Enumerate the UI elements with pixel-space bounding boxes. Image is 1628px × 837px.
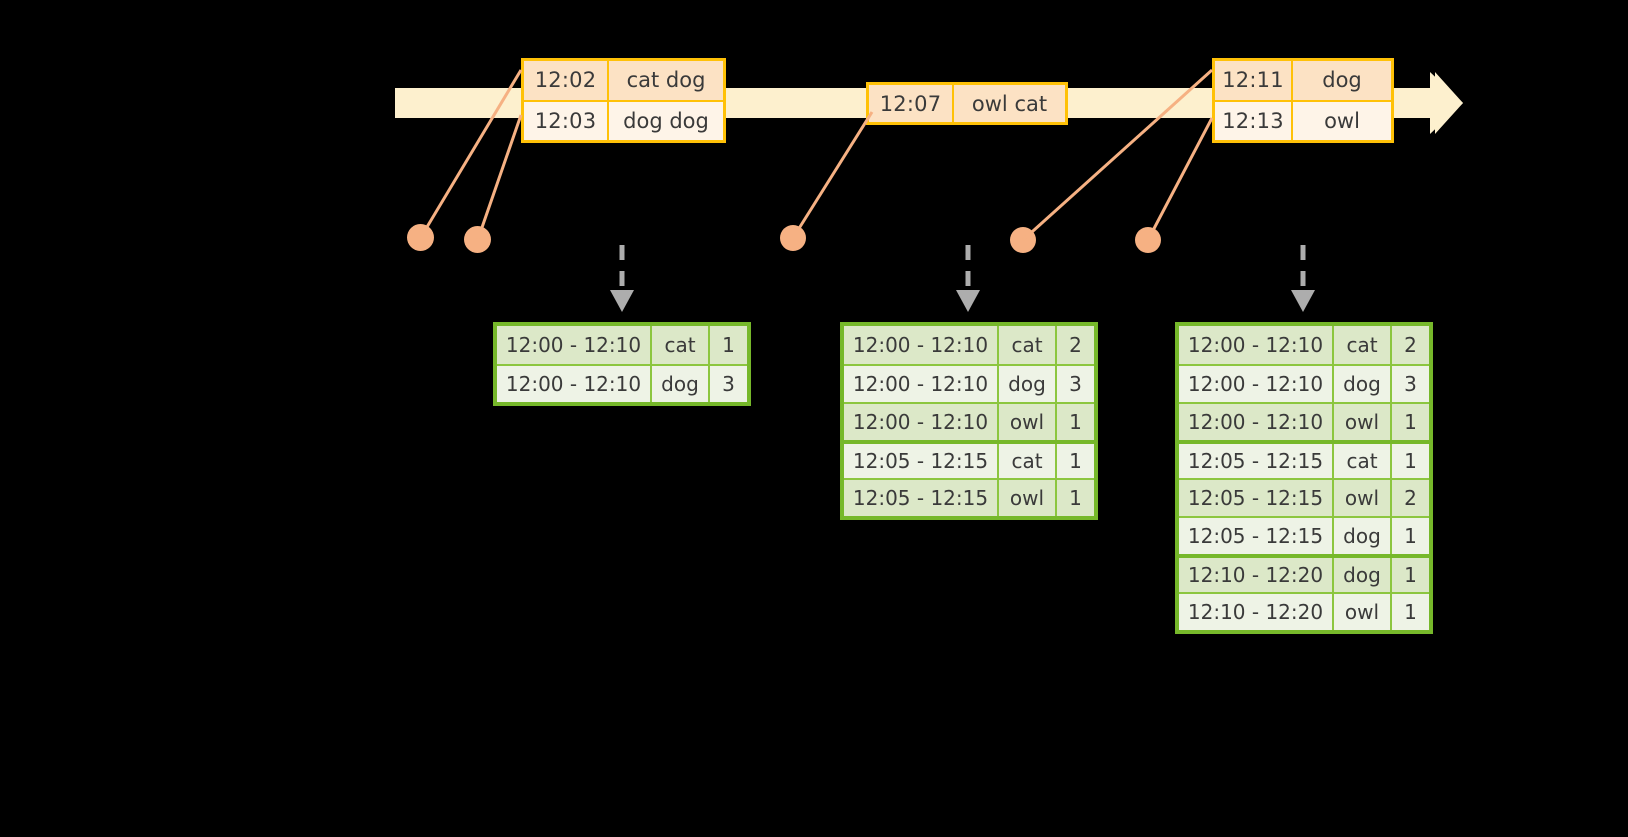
cell-window: 12:05 - 12:15 [844, 444, 999, 478]
event-row[interactable]: 12:13 owl [1215, 99, 1391, 140]
cell-window: 12:00 - 12:10 [844, 326, 999, 364]
connector-dot [1010, 227, 1036, 253]
cell-count: 1 [1069, 410, 1082, 434]
connector-line-5 [1146, 117, 1214, 241]
cell-count: 1 [1069, 486, 1082, 510]
cell-window: 12:05 - 12:15 [1179, 480, 1334, 516]
event-row[interactable]: 12:02 cat dog [524, 61, 723, 100]
event-text: cat dog [626, 68, 706, 93]
cell-word: owl [1334, 480, 1392, 516]
event-row[interactable]: 12:11 dog [1215, 61, 1391, 100]
event-time: 12:13 [1215, 101, 1293, 140]
cell-window: 12:05 - 12:15 [1179, 518, 1334, 554]
cell-window: 12:00 - 12:10 [844, 404, 999, 440]
cell-count: 1 [722, 333, 735, 357]
cell-count: 2 [1404, 486, 1417, 510]
flow-arrow-head-1 [610, 290, 634, 312]
cell-count: 1 [1404, 524, 1417, 548]
cell-window: 12:00 - 12:10 [844, 366, 999, 402]
timeline-arrowhead [1430, 72, 1463, 134]
cell-word: dog [999, 366, 1057, 402]
event-text: owl cat [971, 91, 1048, 116]
cell-window: 12:05 - 12:15 [844, 480, 999, 516]
cell-count: 1 [1404, 600, 1417, 624]
event-row[interactable]: 12:03 dog dog [524, 99, 723, 140]
event-text: dog dog [623, 108, 709, 133]
cell-count: 3 [722, 372, 735, 396]
flow-arrow-head-3 [1291, 290, 1315, 312]
cell-word: owl [999, 480, 1057, 516]
cell-window: 12:00 - 12:10 [1179, 366, 1334, 402]
event-time: 12:07 [869, 85, 954, 122]
cell-window: 12:00 - 12:10 [1179, 404, 1334, 440]
connector-line-2 [476, 114, 523, 240]
event-text: owl [1324, 108, 1360, 133]
connector-dot [780, 225, 806, 251]
cell-word: dog [1334, 558, 1392, 592]
cell-window: 12:10 - 12:20 [1179, 594, 1334, 630]
event-row[interactable]: 12:07 owl cat [869, 85, 1065, 122]
cell-word: owl [1334, 404, 1392, 440]
connector-line-3 [791, 111, 874, 239]
cell-count: 3 [1069, 372, 1082, 396]
cell-window: 12:00 - 12:10 [1179, 326, 1334, 364]
cell-word: dog [652, 366, 710, 402]
connector-dot [464, 226, 491, 253]
event-time: 12:02 [524, 61, 609, 100]
event-time: 12:03 [524, 101, 609, 140]
cell-word: dog [1334, 366, 1392, 402]
cell-word: cat [999, 326, 1057, 364]
event-group-2[interactable]: 12:07 owl cat [866, 82, 1068, 125]
cell-window: 12:00 - 12:10 [497, 366, 652, 402]
cell-count: 2 [1069, 333, 1082, 357]
cell-word: dog [1334, 518, 1392, 554]
cell-count: 1 [1069, 449, 1082, 473]
event-time: 12:11 [1215, 61, 1293, 100]
cell-word: owl [1334, 594, 1392, 630]
cell-word: cat [1334, 326, 1392, 364]
event-group-3[interactable]: 12:11 dog 12:13 owl [1212, 58, 1394, 143]
cell-word: cat [652, 326, 710, 364]
flow-arrow-head-2 [956, 290, 980, 312]
cell-count: 2 [1404, 333, 1417, 357]
cell-window: 12:10 - 12:20 [1179, 558, 1334, 592]
cell-word: cat [1334, 444, 1392, 478]
cell-count: 1 [1404, 410, 1417, 434]
cell-count: 1 [1404, 563, 1417, 587]
connector-dot [1135, 227, 1161, 253]
event-text: dog [1322, 68, 1362, 93]
cell-word: cat [999, 444, 1057, 478]
cell-word: owl [999, 404, 1057, 440]
event-group-1[interactable]: 12:02 cat dog 12:03 dog dog [521, 58, 726, 143]
cell-window: 12:05 - 12:15 [1179, 444, 1334, 478]
connector-dot [407, 224, 434, 251]
cell-count: 3 [1404, 372, 1417, 396]
cell-window: 12:00 - 12:10 [497, 326, 652, 364]
cell-count: 1 [1404, 449, 1417, 473]
